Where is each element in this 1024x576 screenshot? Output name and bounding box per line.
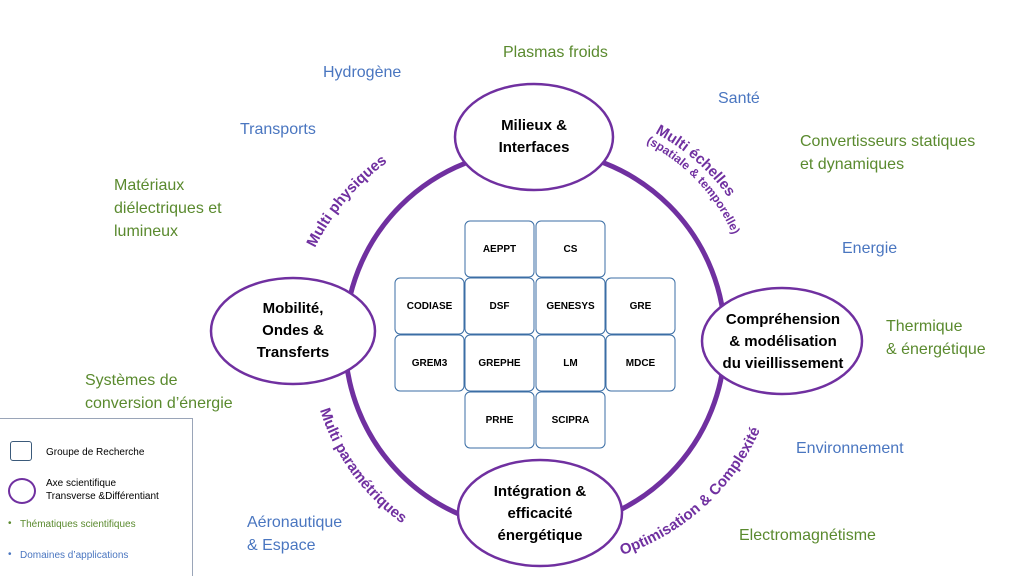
arc-label-multi-echelles: Multi échelles: [653, 122, 739, 200]
axis-left-line3: Transferts: [256, 344, 330, 361]
group-box-prhe: [464, 391, 535, 449]
thematique-materiaux-line2: diélectriques et: [114, 200, 222, 217]
axis-mobilite: Mobilité, Ondes & Transferts: [213, 288, 373, 374]
axis-ellipse-top: [453, 82, 615, 192]
axis-bottom-line2: efficacité: [507, 505, 573, 522]
thematique-electromagnetisme: Electromagnétisme: [739, 527, 876, 544]
thematique-thermique-line2: & énergétique: [886, 341, 986, 358]
group-lm: LM: [563, 357, 578, 369]
thematique-thermique: Thermique & énergétique: [886, 315, 986, 361]
axis-comprehension: Compréhension & modélisation du vieillis…: [702, 304, 864, 380]
group-box-codiase: [394, 277, 465, 335]
group-prhe: PRHE: [485, 414, 514, 426]
axis-bottom-line1: Intégration &: [493, 483, 587, 500]
thematique-systemes-line1: Systèmes de: [85, 372, 178, 389]
domaine-transports: Transports: [240, 121, 316, 138]
legend-groupe-label: Groupe de Recherche: [46, 447, 145, 458]
thematique-materiaux: Matériaux diélectriques et lumineux: [114, 174, 222, 243]
axis-left-line2: Ondes &: [262, 322, 324, 339]
legend-axe-line2: Transverse &Différentiant: [46, 491, 159, 502]
group-box-gre: [605, 277, 676, 335]
group-genesys: GENESYS: [546, 300, 595, 312]
axis-right-line2: & modélisation: [729, 333, 837, 350]
group-mdce: MDCE: [625, 357, 656, 369]
svg-text:Multi échelles: Multi échelles: [653, 122, 739, 200]
group-gre: GRE: [629, 300, 652, 312]
domaine-sante: Santé: [718, 90, 760, 107]
legend-circle-icon: [8, 478, 36, 504]
thematique-materiaux-line1: Matériaux: [114, 177, 185, 194]
axis-left-line1: Mobilité,: [262, 300, 324, 317]
thematique-convertisseurs: Convertisseurs statiques et dynamiques: [800, 130, 975, 176]
thematique-convertisseurs-line1: Convertisseurs statiques: [800, 133, 976, 150]
legend-bullet-green-icon: •: [8, 518, 12, 529]
domaine-hydrogene: Hydrogène: [323, 64, 402, 81]
group-box-mdce: [605, 334, 676, 392]
legend-bullet-blue-icon: •: [8, 549, 12, 560]
axis-right-line3: du vieillissement: [722, 355, 844, 372]
group-box-grem3: [394, 334, 465, 392]
group-aeppt: AEPPT: [482, 243, 517, 255]
axis-ellipse-right: [700, 286, 864, 396]
group-cs: CS: [563, 243, 578, 255]
thematique-materiaux-line3: lumineux: [114, 223, 179, 240]
thematique-convertisseurs-line2: et dynamiques: [800, 156, 905, 173]
domaine-aeronautique: Aéronautique & Espace: [247, 511, 342, 557]
axis-integration: Intégration & efficacité énergétique: [460, 478, 620, 550]
axis-ellipse-left: [209, 276, 377, 386]
axis-top-line2: Interfaces: [498, 139, 570, 156]
group-box-dsf: [464, 277, 535, 335]
legend-square-icon: [10, 441, 32, 461]
legend-axe-label: Axe scientifique Transverse &Différentia…: [46, 477, 159, 503]
legend-axe-line1: Axe scientifique: [46, 478, 117, 489]
group-codiase: CODIASE: [406, 300, 453, 312]
domaine-aeronautique-line2: & Espace: [247, 537, 316, 554]
axis-milieux-interfaces: Milieux & Interfaces: [459, 104, 609, 170]
thematique-systemes-line2: conversion d’énergie: [85, 395, 233, 412]
thematique-systemes: Systèmes de conversion d’énergie: [85, 369, 233, 415]
domaine-environnement: Environnement: [796, 440, 904, 457]
legend-domaines-label: Domaines d’applications: [20, 550, 129, 561]
group-box-grephe: [464, 334, 535, 392]
group-box-cs: [535, 220, 606, 278]
group-box-aeppt: [464, 220, 535, 278]
axis-top-line1: Milieux &: [501, 117, 567, 134]
domaine-energie: Energie: [842, 240, 898, 257]
group-dsf: DSF: [489, 300, 510, 312]
thematique-thermique-line1: Thermique: [886, 318, 963, 335]
legend-box: Groupe de Recherche Axe scientifique Tra…: [0, 418, 193, 576]
group-grephe: GREPHE: [478, 357, 521, 369]
group-box-scipra: [535, 391, 606, 449]
group-box-genesys: [535, 277, 606, 335]
axis-right-line1: Compréhension: [725, 311, 841, 328]
group-box-lm: [535, 334, 606, 392]
group-scipra: SCIPRA: [551, 414, 590, 426]
legend-thematiques-label: Thématiques scientifiques: [20, 519, 136, 530]
thematique-plasmas-froids: Plasmas froids: [503, 44, 608, 61]
domaine-aeronautique-line1: Aéronautique: [247, 514, 343, 531]
axis-bottom-line3: énergétique: [497, 527, 583, 544]
group-grem3: GREM3: [411, 357, 448, 369]
axis-ellipse-bottom: [456, 458, 624, 568]
